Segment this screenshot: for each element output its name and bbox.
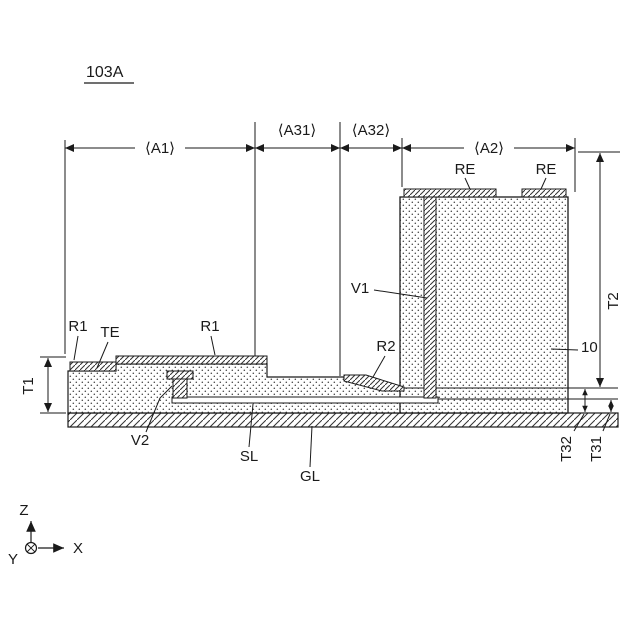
- v2-leader-line: [145, 385, 173, 433]
- dim-label-t31: T31: [588, 436, 605, 462]
- dim-label-t1: T1: [20, 377, 37, 395]
- label-re-right: RE: [536, 161, 557, 178]
- thickness-dimensions: T1 T2 T32 T31: [20, 151, 622, 462]
- sl-leader-line: [248, 403, 254, 448]
- width-dimensions: ⟨A1⟩ ⟨A31⟩ ⟨A32⟩ ⟨A2⟩: [64, 122, 576, 376]
- r1-center-leader-line: [210, 335, 216, 356]
- ref-10-leader-line: [550, 348, 579, 351]
- dim-label-t32: T32: [558, 436, 575, 462]
- dim-label-a31: ⟨A31⟩: [278, 122, 316, 139]
- dim-label-a2: ⟨A2⟩: [474, 140, 504, 157]
- gl-leader-line: [309, 425, 313, 468]
- v1-leader-line: [373, 289, 428, 299]
- reference-labels: RE RE V1 10 R1 TE R1 R2 V2 SL GL: [68, 161, 597, 485]
- dim-label-a1-bg: [135, 139, 185, 157]
- figure-title-group: 103A: [84, 64, 134, 84]
- cross-section-structure: [67, 188, 619, 428]
- t31-leader-line: [602, 413, 611, 432]
- label-r1-center: R1: [200, 318, 219, 335]
- te-leader-line: [96, 341, 109, 369]
- t32-leader-line: [573, 413, 585, 432]
- label-v1: V1: [351, 280, 369, 297]
- re-strip-left: [403, 188, 497, 198]
- axes-indicator: Z X Y: [8, 502, 83, 568]
- axis-y-label: Y: [8, 551, 18, 568]
- axis-y-cross-line-2: [26, 543, 36, 553]
- re-right-leader-line: [540, 177, 547, 190]
- label-10: 10: [581, 339, 598, 356]
- label-v2: V2: [131, 432, 149, 449]
- label-te: TE: [100, 324, 119, 341]
- r2-strip: [343, 374, 405, 392]
- dim-label-t2: T2: [605, 292, 622, 310]
- label-re-left: RE: [455, 161, 476, 178]
- label-gl: GL: [300, 468, 320, 485]
- label-r1-left: R1: [68, 318, 87, 335]
- r1-left-leader-line: [73, 335, 79, 361]
- r1-strip-center: [115, 355, 268, 365]
- figure-title: 103A: [86, 64, 124, 81]
- re-strip-right: [521, 188, 567, 198]
- axis-x-label: X: [73, 540, 83, 557]
- v2-via-top: [166, 370, 194, 380]
- label-sl: SL: [240, 448, 258, 465]
- re-left-leader-line: [464, 177, 471, 190]
- r2-leader-line: [372, 355, 386, 378]
- r1-strip-left: [69, 361, 117, 372]
- dim-label-a32: ⟨A32⟩: [352, 122, 390, 139]
- label-r2: R2: [376, 338, 395, 355]
- v2-via-stem: [172, 378, 188, 399]
- axis-z-label: Z: [19, 502, 28, 519]
- dim-label-a2-bg: [464, 139, 514, 157]
- sl-layer: [171, 396, 439, 404]
- dim-label-a1: ⟨A1⟩: [145, 140, 175, 157]
